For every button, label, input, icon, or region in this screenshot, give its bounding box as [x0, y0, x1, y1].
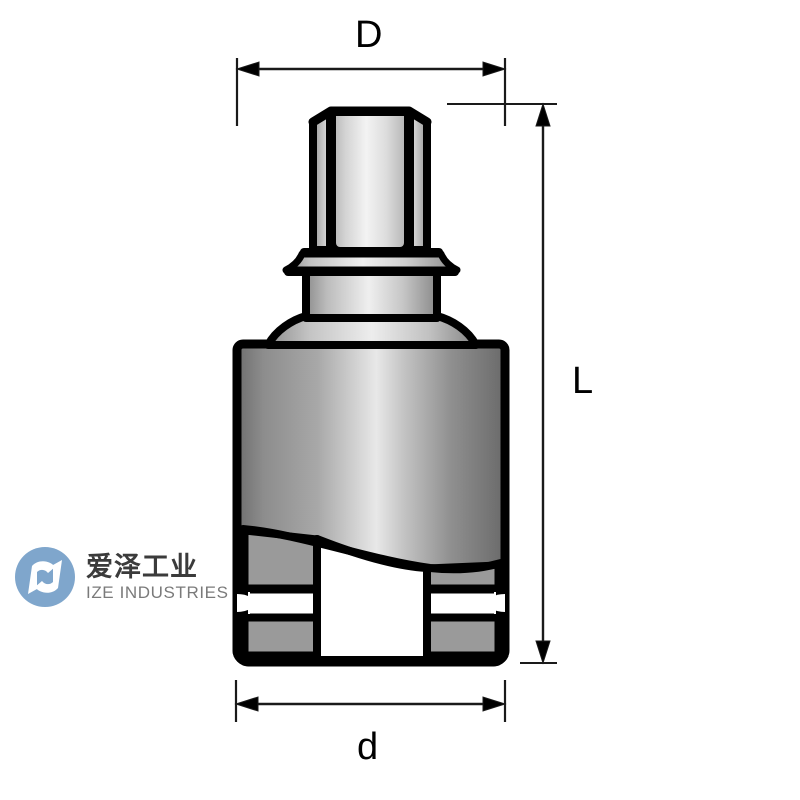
dimension-label-D: D [355, 14, 383, 56]
dim-d-arrow-right [482, 696, 507, 712]
section-wall-left-lower [241, 614, 321, 659]
dim-d-arrow-left [234, 696, 259, 712]
dim-L-arrow-top [535, 102, 551, 127]
socket-part [232, 106, 510, 667]
drive-face-right [406, 108, 431, 254]
dimension-lines [234, 58, 557, 722]
dimension-label-L: L [572, 360, 594, 402]
broach-profile-line [239, 525, 505, 574]
groove-channel-right [424, 592, 496, 614]
brand-name-cn: 爱泽工业 [86, 551, 198, 583]
dimension-label-d: d [357, 726, 379, 768]
ize-circle-logo-icon [14, 546, 76, 608]
socket-bottom-rim [232, 649, 510, 667]
ize-logo-svg [15, 547, 75, 607]
socket-neck [302, 268, 441, 322]
brand-text-block: 爱泽工业 IZE INDUSTRIES [86, 552, 229, 602]
dim-L-arrow-bottom [535, 640, 551, 665]
dim-D-arrow-right [482, 61, 507, 77]
socket-flange-brim [282, 250, 461, 274]
brand-name-en: IZE INDUSTRIES [86, 583, 229, 603]
drive-top-edge [308, 106, 432, 127]
drive-face-front [328, 108, 412, 255]
brand-watermark: 爱泽工业 IZE INDUSTRIES [14, 532, 228, 622]
drive-face-left [309, 108, 334, 254]
section-wall-right-lower [423, 614, 502, 659]
dim-D-arrow-left [235, 61, 260, 77]
groove-channel-left [248, 592, 320, 614]
